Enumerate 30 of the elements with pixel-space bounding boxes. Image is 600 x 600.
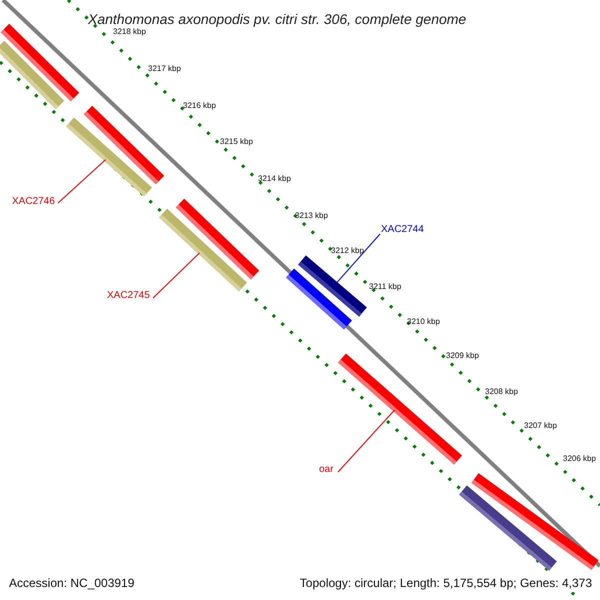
gene-bar — [286, 268, 352, 330]
gene-label: XAC2746 — [12, 196, 55, 208]
genome-info-text: Topology: circular; Length: 5,175,554 bp; Genes: 4,373 — [300, 574, 592, 592]
gene-bar — [158, 208, 248, 292]
gene-bar — [459, 485, 557, 571]
tick-label: 3209 kbp — [446, 350, 479, 362]
tick-label: 3208 kbp — [485, 386, 518, 398]
title: Xanthomonas axonopodis pv. citri str. 306, complete genome — [88, 10, 466, 28]
tick-label: 3215 kbp — [220, 136, 253, 148]
tick-label: 3206 kbp — [563, 453, 596, 465]
leader-line — [152, 252, 200, 298]
accession-text: Accession: NC_003919 — [9, 575, 134, 592]
tick-label: 3210 kbp — [407, 316, 440, 328]
gene-label: oar — [319, 464, 334, 476]
tick-label: 3217 kbp — [148, 63, 181, 75]
gene-bar — [66, 118, 152, 196]
gene-bar — [0, 40, 64, 110]
gene-label: XAC2745 — [107, 290, 150, 302]
leader-line — [336, 234, 380, 284]
leader-line — [58, 159, 106, 204]
tick-label: 3214 kbp — [258, 173, 291, 185]
tick-label: 3216 kbp — [183, 100, 216, 112]
tick-label: 3211 kbp — [369, 281, 402, 293]
tick-label: 3213 kbp — [295, 210, 328, 222]
gene-label: XAC2744 — [381, 224, 424, 236]
leader-line — [338, 410, 396, 472]
tick-label: 3207 kbp — [524, 420, 557, 432]
tick-label: 3218 kbp — [113, 26, 146, 38]
tick-label: 3212 kbp — [331, 245, 364, 257]
gene-bar — [338, 354, 462, 464]
